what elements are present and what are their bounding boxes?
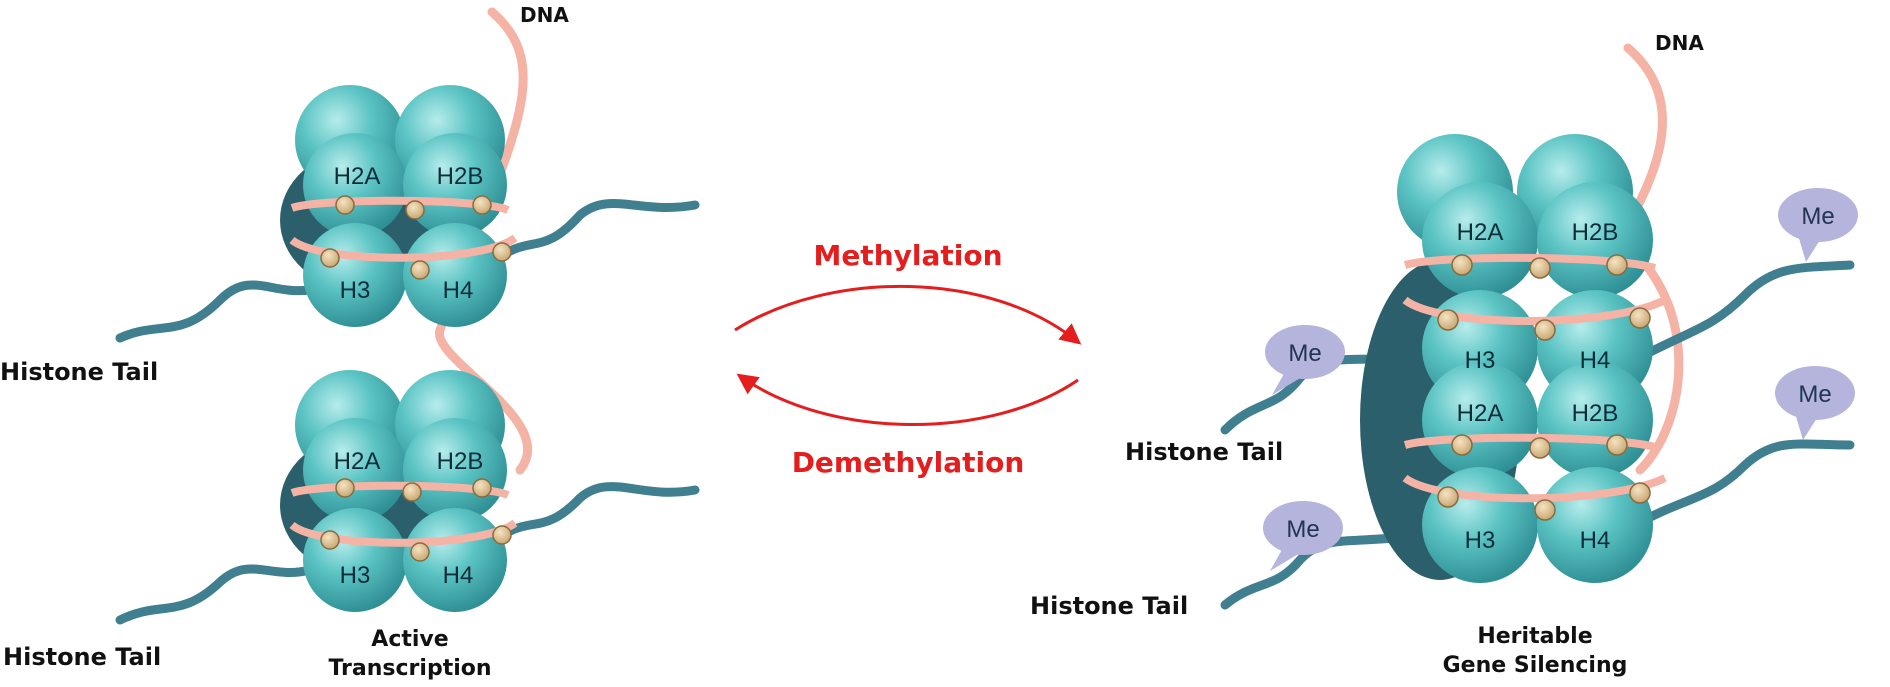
histone-sphere-h3 — [1422, 467, 1538, 583]
dna-bead — [1534, 499, 1556, 521]
gene-silencing-label-line1: Heritable — [1477, 624, 1592, 649]
methylation-label: Methylation — [813, 239, 1002, 272]
histone-label-h2b: H2B — [1572, 400, 1619, 427]
histone-label-h3: H3 — [1465, 347, 1496, 374]
methyl-mark-bubble: Me — [1775, 366, 1855, 440]
active-transcription-label-line1: Active — [371, 627, 448, 652]
dna-bead — [1529, 437, 1551, 459]
histone-tail-label: Histone Tail — [1030, 592, 1188, 620]
dna-bead — [1451, 254, 1473, 276]
histone-sphere-h2a — [1422, 182, 1538, 298]
gene-silencing-label-line2: Gene Silencing — [1443, 653, 1628, 678]
histone-label-h2a: H2A — [334, 163, 381, 190]
me-label: Me — [1798, 381, 1831, 408]
demethylation-label: Demethylation — [792, 446, 1025, 479]
dna-bead — [1629, 307, 1651, 329]
histone-label-h3: H3 — [1465, 527, 1496, 554]
histone-label-h4: H4 — [443, 562, 474, 589]
histone-tail-left-2 — [115, 564, 315, 625]
histone-sphere-h2a — [303, 133, 407, 237]
histone-sphere-h3 — [303, 223, 407, 327]
histone-label-h4: H4 — [1580, 347, 1611, 374]
histone-label-h3: H3 — [340, 562, 371, 589]
histone-tail-label: Histone Tail — [1125, 438, 1283, 466]
dna-bead — [402, 482, 422, 502]
dna-bead — [1606, 434, 1628, 456]
dna-bead — [1534, 319, 1556, 341]
histone-label-h2b: H2B — [1572, 219, 1619, 246]
methylation-arrows: Methylation Demethylation — [734, 239, 1082, 479]
histone-sphere-h2a — [1422, 362, 1538, 478]
histone-tail-label: Histone Tail — [0, 358, 158, 386]
histone-sphere-h3 — [303, 508, 407, 612]
histone-tail-label: Histone Tail — [3, 643, 161, 671]
methylation-arrow — [734, 285, 1082, 345]
dna-bead — [320, 248, 340, 268]
dna-bead — [1451, 434, 1473, 456]
histone-tail-right-1 — [485, 199, 700, 270]
histone-label-h2b: H2B — [437, 163, 484, 190]
histone-label-h2b: H2B — [437, 448, 484, 475]
dna-bead — [335, 195, 355, 215]
histone-label-h2a: H2A — [334, 448, 381, 475]
active-transcription-label-line2: Transcription — [328, 656, 491, 681]
dna-wrap — [290, 196, 510, 214]
dna-bead — [1437, 486, 1459, 508]
dna-bead — [492, 525, 512, 545]
dna-bead — [320, 530, 340, 550]
me-label: Me — [1801, 203, 1834, 230]
me-label: Me — [1288, 340, 1321, 367]
silenced-chromatin: H2A H2B H3 H4 H2A H2B H3 H4 Me Me Me Me — [1030, 31, 1858, 678]
histone-tail-right-2 — [485, 482, 700, 550]
active-chromatin: H2A H2B H3 H4 H2A H2B H3 H4 — [0, 3, 700, 681]
dna-bead — [410, 260, 430, 280]
dna-bead — [1606, 254, 1628, 276]
nucleosome-active-1: H2A H2B H3 H4 — [280, 85, 518, 327]
dna-wrap — [290, 481, 510, 499]
dna-bead — [405, 200, 425, 220]
histone-tail-right-1 — [1630, 260, 1855, 365]
histone-tail-right-2 — [1630, 439, 1855, 530]
dna-bead — [472, 195, 492, 215]
histone-tail-left-1 — [115, 280, 315, 343]
dna-wrap — [1403, 253, 1657, 272]
methyl-mark-bubble: Me — [1778, 188, 1858, 262]
demethylation-arrow — [736, 373, 1079, 426]
histone-label-h4: H4 — [443, 277, 474, 304]
dna-bead — [1629, 482, 1651, 504]
me-label: Me — [1286, 516, 1319, 543]
dna-bead — [472, 478, 492, 498]
histone-label-h3: H3 — [340, 277, 371, 304]
dna-bead — [1529, 257, 1551, 279]
dna-bead — [1437, 309, 1459, 331]
dna-label-right: DNA — [1655, 31, 1704, 55]
nucleosome-active-2: H2A H2B H3 H4 — [280, 370, 518, 612]
dna-bead — [492, 242, 512, 262]
histone-sphere-h2a — [303, 418, 407, 522]
histone-label-h2a: H2A — [1457, 219, 1504, 246]
histone-label-h4: H4 — [1580, 527, 1611, 554]
histone-tail-left-2 — [1220, 530, 1425, 610]
dna-wrap — [1403, 433, 1657, 451]
methyl-mark-bubble: Me — [1265, 325, 1345, 395]
histone-label-h2a: H2A — [1457, 400, 1504, 427]
dna-label-left: DNA — [520, 3, 569, 27]
methyl-mark-bubble: Me — [1263, 501, 1343, 571]
dna-bead — [335, 478, 355, 498]
dna-bead — [410, 542, 430, 562]
